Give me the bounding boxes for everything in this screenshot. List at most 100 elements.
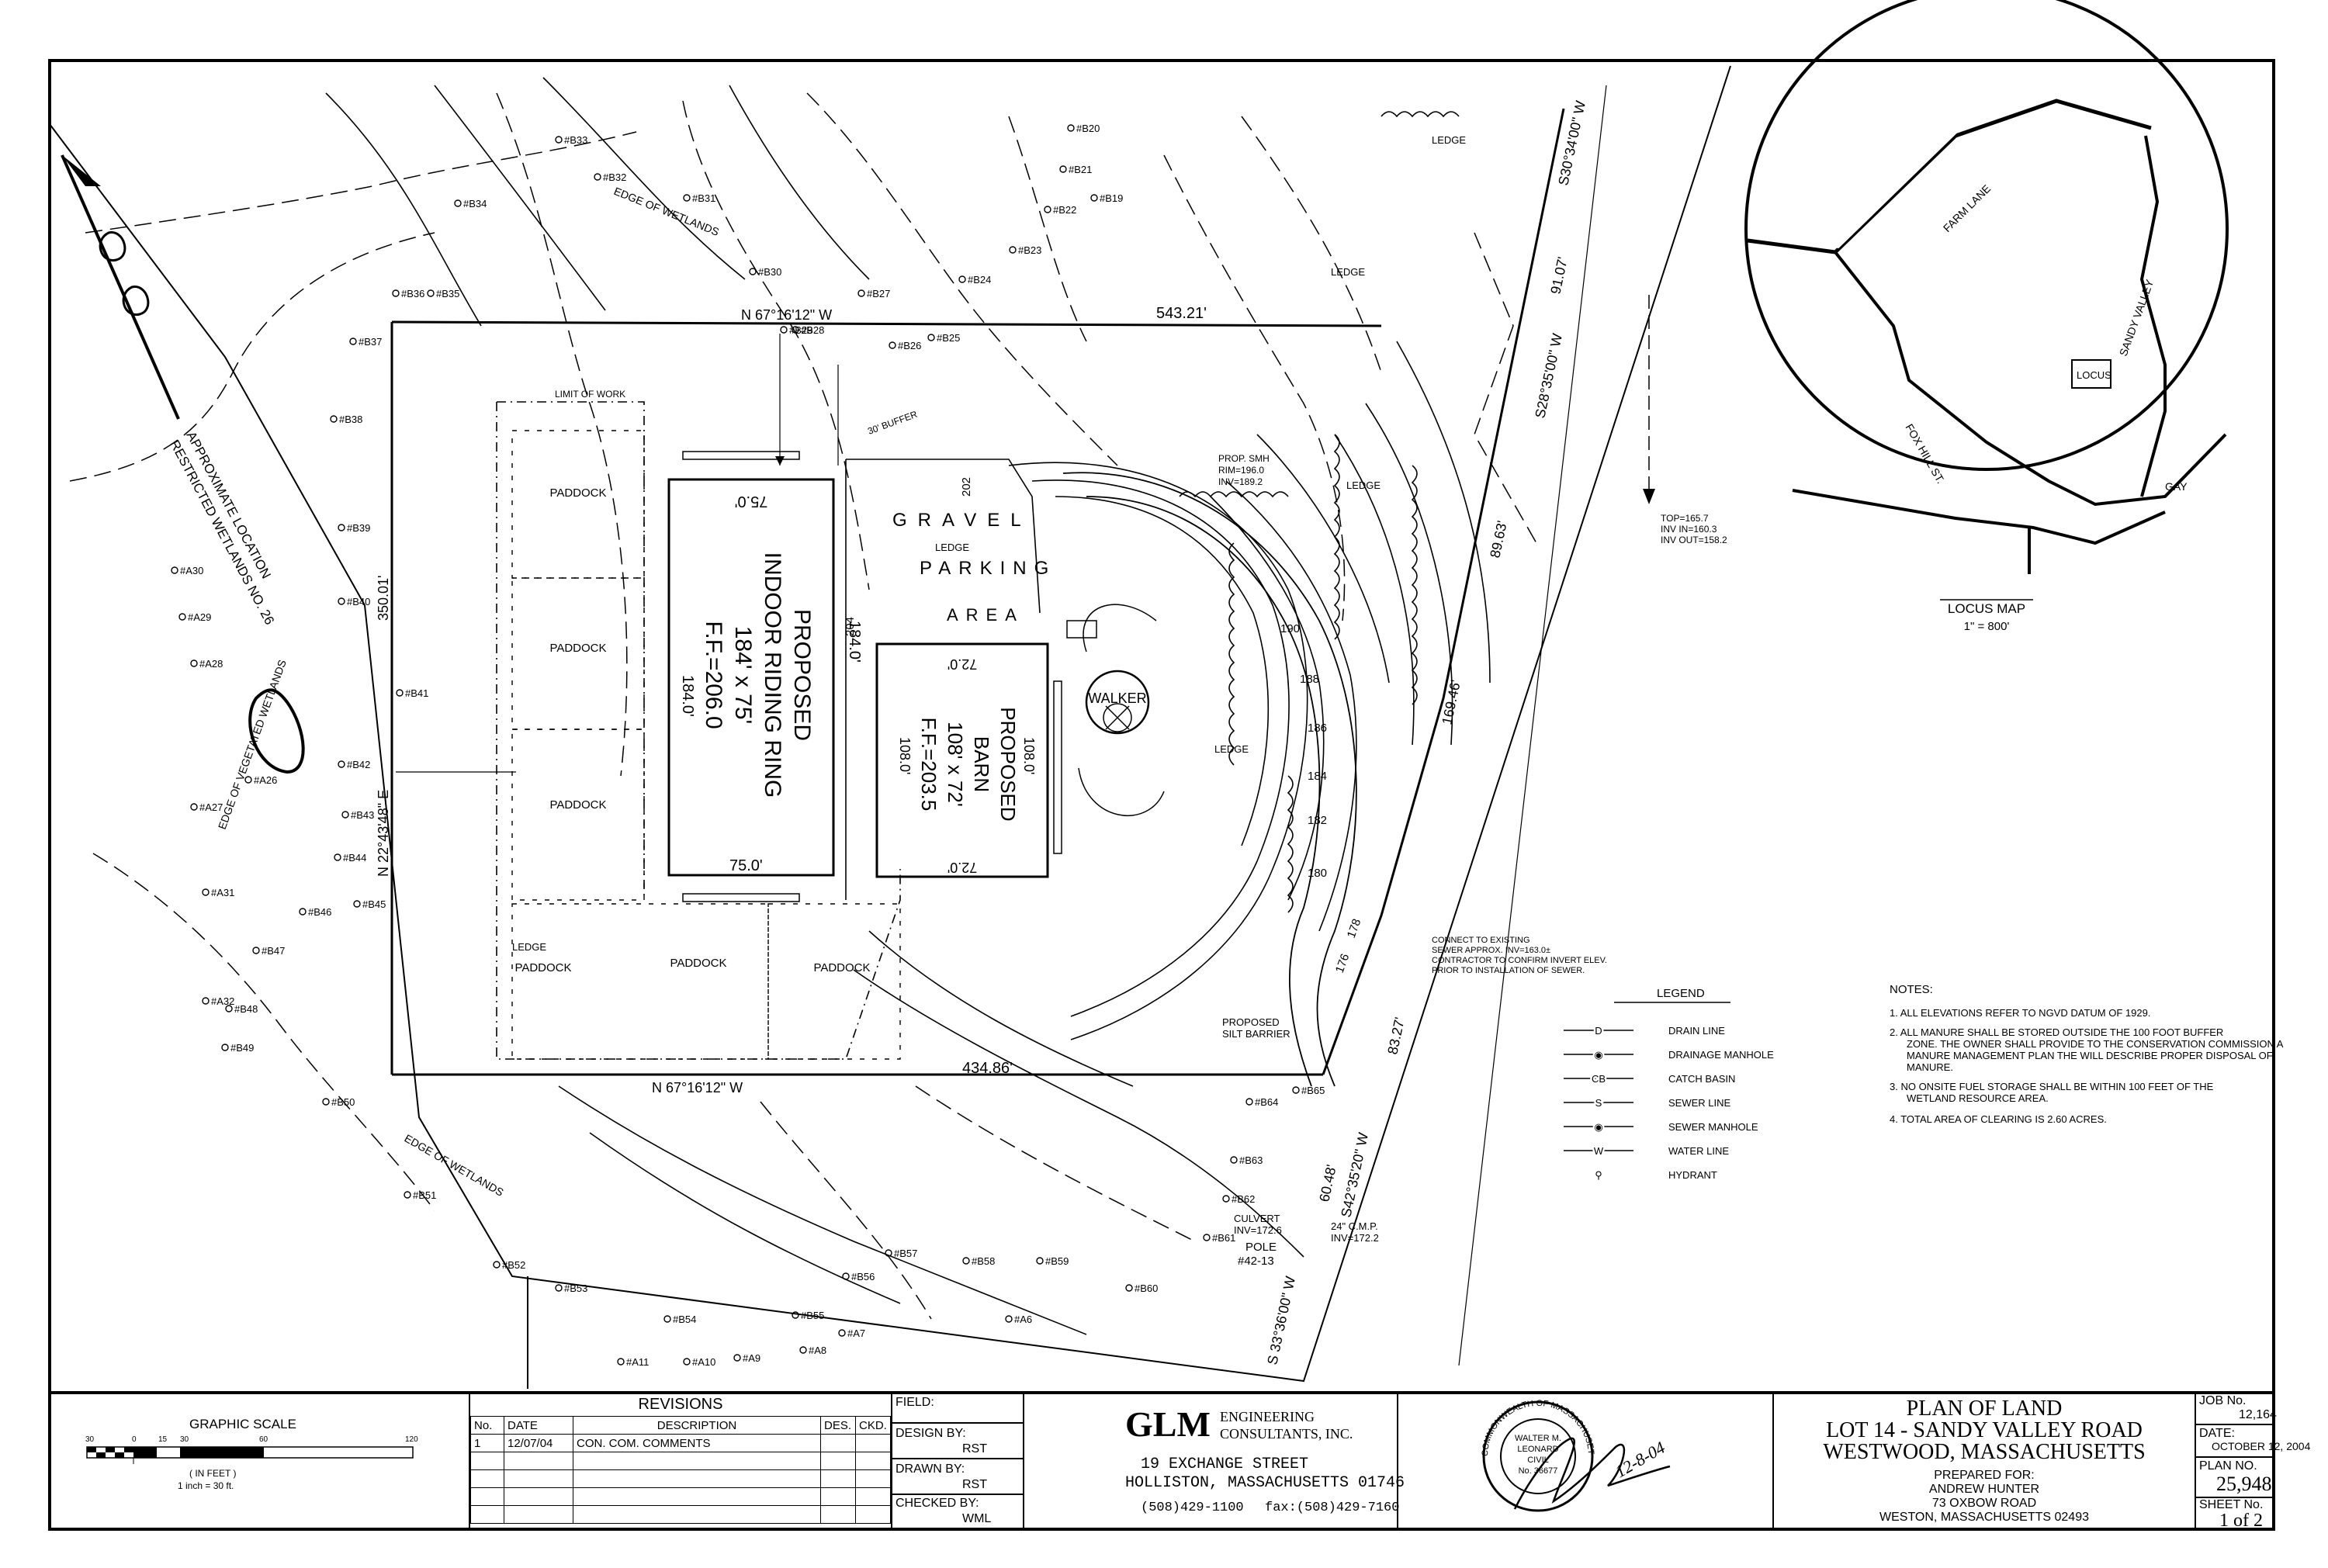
field-label: FIELD: [896,1396,934,1409]
plan-no-label: PLAN NO. [2199,1459,2257,1473]
scale-unit: ( IN FEET ) [189,1468,236,1479]
contour-184: 184 [1308,770,1327,783]
survey-point-label: #A11 [626,1356,649,1368]
survey-point-label: #B44 [343,852,366,864]
survey-point-label: #B53 [564,1282,587,1294]
site-outline [49,65,1731,1383]
north-arrow [61,154,180,420]
survey-marker [299,908,307,916]
scale-tick-60: 60 [259,1435,268,1444]
survey-marker [493,1261,501,1269]
silt-label-2: SILT BARRIER [1222,1028,1290,1040]
top-label-3: INV OUT=158.2 [1661,535,1727,545]
survey-point-label: #B49 [230,1042,254,1054]
survey-point-label: #B52 [502,1259,525,1271]
rev-header-des: DES. [820,1416,856,1435]
survey-point-label: #A30 [180,565,203,576]
scale-tick-0: 0 [132,1435,137,1444]
design-by-label: DESIGN BY: [896,1427,966,1440]
ring-dim-right: 184.0' [846,621,863,663]
survey-point-label: #B22 [1053,204,1076,216]
contour-176: 176 [1333,952,1353,974]
survey-marker [338,597,345,605]
legend-symbol: ◉ [1594,1049,1602,1061]
paddocks [511,430,901,1060]
legend-label: WATER LINE [1668,1145,1729,1157]
revisions-title: REVISIONS [638,1396,723,1413]
scale-ratio: 1 inch = 30 ft. [178,1480,234,1491]
top-label-2: INV IN=160.3 [1661,524,1717,535]
seal-inner-2: LEONARD [1517,1445,1558,1454]
survey-marker [178,613,186,621]
paddock-label-5: PADDOCK [670,957,726,970]
client-name: ANDREW HUNTER [1928,1483,2040,1496]
wetland-pond [248,688,305,774]
survey-point-label: #B58 [972,1255,995,1267]
legend-title: LEGEND [1657,987,1705,1000]
seal-outer-text: COMMONWEALTH OF MASSACHUSETTS [1395,1386,1595,1456]
limit-of-work [496,402,901,1060]
survey-marker [555,136,563,144]
survey-point-label: #A26 [254,774,277,786]
engineer-seal: COMMONWEALTH OF MASSACHUSETTS WALTER M. … [1395,1386,1671,1512]
contour-178: 178 [1345,917,1364,940]
survey-marker [334,853,341,861]
walker-label: WALKER [1088,691,1146,706]
driveway [1062,472,1357,1087]
survey-marker [252,947,260,954]
svg-text:COMMONWEALTH OF MASSACHUSETTS: COMMONWEALTH OF MASSACHUSETTS [1398,1393,1595,1456]
survey-point-label: #B24 [968,274,991,286]
company-logo: GLM [1125,1404,1211,1444]
survey-point-label: #B20 [1076,123,1100,134]
note-3: 3. NO ONSITE FUEL STORAGE SHALL BE WITHI… [1890,1081,2214,1104]
culvert-label-1: CULVERT [1234,1213,1280,1224]
paddock-label-6: PADDOCK [813,961,870,974]
survey-point-label: #A7 [847,1327,865,1339]
survey-point-label: #B25 [937,332,960,344]
ring-dim-top: 75.0' [735,493,768,510]
plan-title-line3: WESTWOOD, MASSACHUSETTS [1823,1440,2146,1464]
smh-label-3: INV=189.2 [1218,476,1263,487]
survey-point-label: #B43 [351,809,374,821]
survey-marker [1230,1156,1238,1164]
revisions-block: REVISIONS No. DATE DESCRIPTION DES. CKD.… [469,1393,892,1529]
paddock-label-4: PADDOCK [514,961,571,974]
company-fax: fax:(508)429-7160 [1265,1501,1400,1515]
survey-marker [555,1284,563,1292]
survey-marker [338,524,345,531]
ring-label-line3: 184' x 75' [730,626,756,725]
east-bearing-2: 91.07' [1547,255,1571,296]
survey-point-label: #B59 [1045,1255,1069,1267]
rev-header-ckd: CKD. [855,1416,891,1435]
smh-label-1: PROP. SMH [1218,453,1270,464]
smh-label-2: RIM=196.0 [1218,465,1264,476]
contour-202: 202 [960,477,973,497]
property-lines [390,108,1565,1076]
survey-marker [1125,1284,1133,1292]
survey-point-label: #A31 [211,887,234,898]
top-label-1: TOP=165.7 [1661,513,1709,524]
legend-symbol: CB [1592,1073,1606,1085]
survey-marker [617,1358,625,1366]
gravel-parking-outline [846,459,1041,614]
barn-label-line4: F.F.=203.5 [917,718,941,812]
drawn-by-label: DRAWN BY: [896,1462,965,1476]
survey-point-label: #B55 [801,1310,824,1321]
graphic-scale: GRAPHIC SCALE 30 0 15 30 60 120 ( IN FEE… [50,1393,469,1529]
notes-title: NOTES: [1890,983,1933,996]
locus-marker: LOCUS [2077,369,2111,381]
survey-point-label: #B31 [692,192,715,204]
survey-point-label: #B29 [789,324,812,336]
survey-marker [962,1257,970,1265]
east-bearing-4: 169.46' [1439,678,1464,725]
survey-marker [1292,1086,1300,1094]
survey-point-label: #B28 [801,324,824,336]
survey-point-label: #B35 [436,288,459,299]
cmp-label-1: 24" C.M.P. [1331,1220,1378,1232]
client-address-2: WESTON, MASSACHUSETTS 02493 [1879,1511,2089,1524]
survey-marker [857,289,865,297]
survey-point-label: #B40 [347,596,370,607]
pole-label-1: POLE [1245,1241,1277,1254]
